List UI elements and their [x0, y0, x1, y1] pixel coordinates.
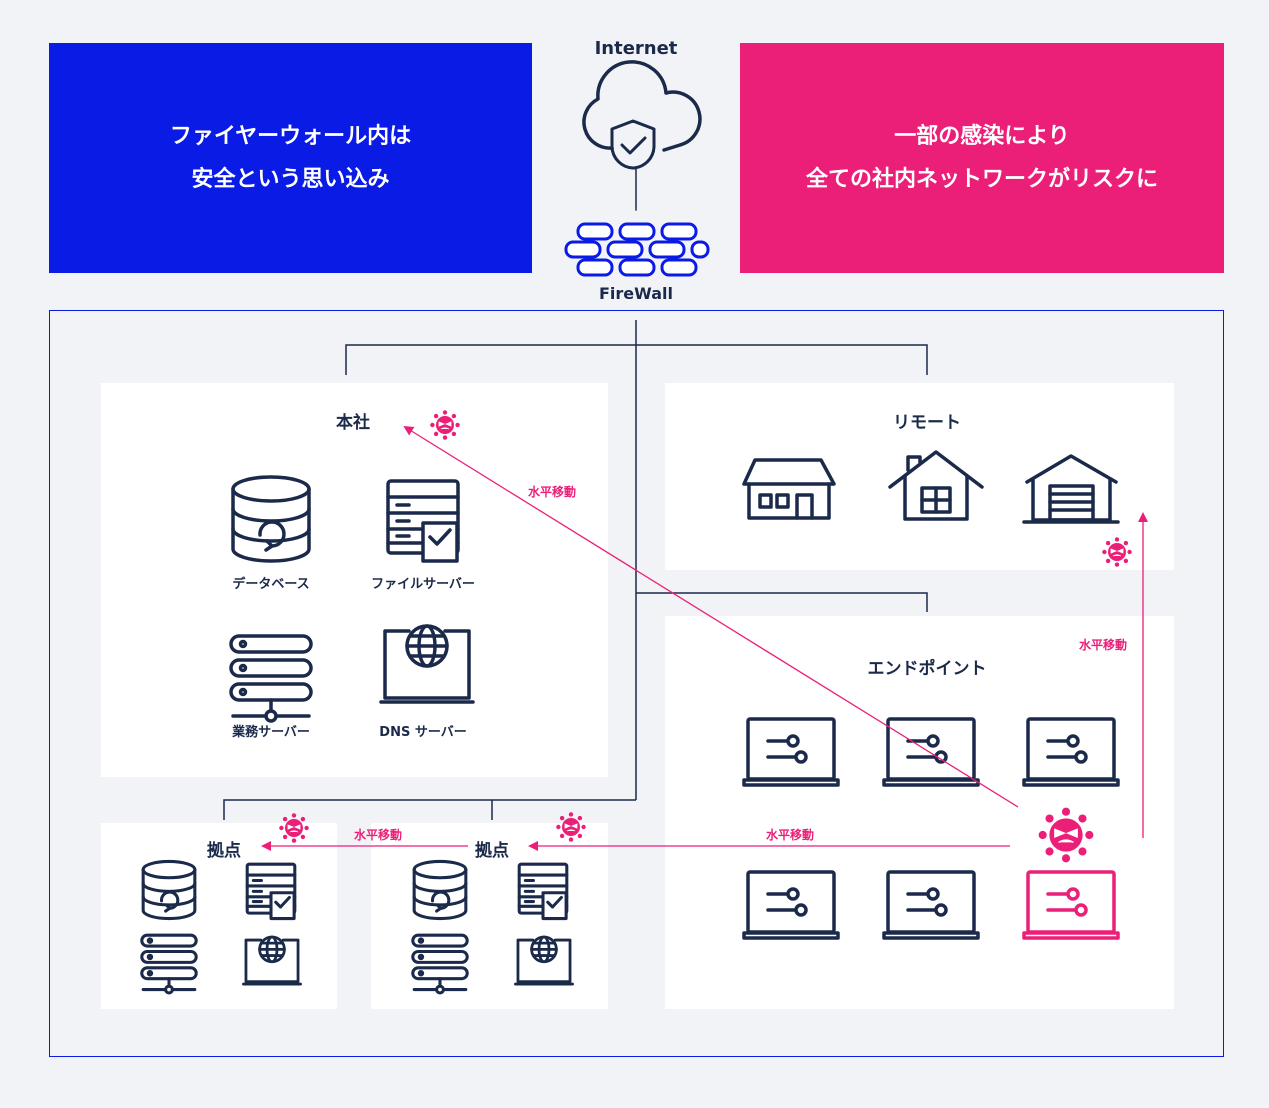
branch2-panel	[371, 823, 608, 1009]
hq-panel	[101, 383, 608, 777]
virus-icon	[555, 811, 587, 843]
branch2-title: 拠点	[475, 841, 509, 861]
arrow-to-hq	[403, 425, 1019, 808]
laptop-icon	[882, 870, 980, 940]
banner-firewall-myth: ファイヤーウォール内は 安全という思い込み	[49, 43, 532, 273]
warehouse-icon	[1022, 454, 1120, 524]
infected-laptop-icon	[1022, 870, 1120, 940]
business-server-label: 業務サーバー	[232, 725, 310, 740]
laptop-icon	[882, 717, 980, 787]
database-icon	[412, 859, 468, 921]
laptop-icon	[1022, 717, 1120, 787]
dns-server-icon	[242, 935, 302, 986]
business-server-icon	[229, 634, 313, 723]
virus-icon	[429, 409, 461, 441]
house-icon	[888, 450, 984, 521]
lateral-label-remote: 水平移動	[1079, 638, 1128, 652]
dns-server-label: DNS サーバー	[379, 725, 467, 740]
file-server-icon	[386, 479, 460, 563]
remote-title: リモート	[893, 413, 961, 433]
laptop-icon	[742, 870, 840, 940]
business-server-icon	[411, 933, 469, 995]
virus-icon	[1101, 536, 1133, 568]
database-icon	[231, 475, 311, 563]
endpoint-title: エンドポイント	[867, 659, 987, 679]
cloud-shield-icon	[582, 60, 702, 211]
lateral-label-branch2: 水平移動	[766, 828, 815, 842]
network-lines	[223, 320, 928, 820]
banner-right-line2: 全ての社内ネットワークがリスクに	[805, 167, 1158, 192]
branch1-title: 拠点	[207, 841, 241, 861]
banner-left-line1: ファイヤーウォール内は	[169, 124, 412, 149]
banner-left-line2: 安全という思い込み	[191, 167, 390, 192]
database-label: データベース	[232, 577, 310, 592]
internal-network-frame	[49, 310, 1224, 1057]
lateral-arrows	[261, 425, 1148, 851]
dns-server-icon	[514, 935, 574, 986]
business-server-icon	[140, 933, 198, 995]
laptop-icon	[742, 717, 840, 787]
shop-icon	[742, 458, 836, 520]
file-server-icon	[517, 862, 569, 921]
lateral-label-hq: 水平移動	[528, 485, 577, 499]
file-server-icon	[245, 862, 297, 921]
endpoint-panel	[665, 616, 1174, 1009]
banner-infection-risk: 一部の感染により 全ての社内ネットワークがリスクに	[740, 43, 1224, 273]
internet-label: Internet	[594, 38, 678, 59]
dns-server-icon	[379, 624, 475, 704]
virus-icon	[1037, 806, 1095, 864]
banner-right-line1: 一部の感染により	[894, 124, 1070, 149]
hq-title: 本社	[336, 413, 370, 433]
firewall-icon	[564, 222, 710, 277]
lateral-label-branch1: 水平移動	[354, 828, 403, 842]
remote-panel	[665, 383, 1174, 570]
file-server-label: ファイルサーバー	[371, 577, 475, 592]
virus-icon	[278, 812, 310, 844]
database-icon	[141, 859, 197, 921]
firewall-label: FireWall	[599, 284, 673, 303]
